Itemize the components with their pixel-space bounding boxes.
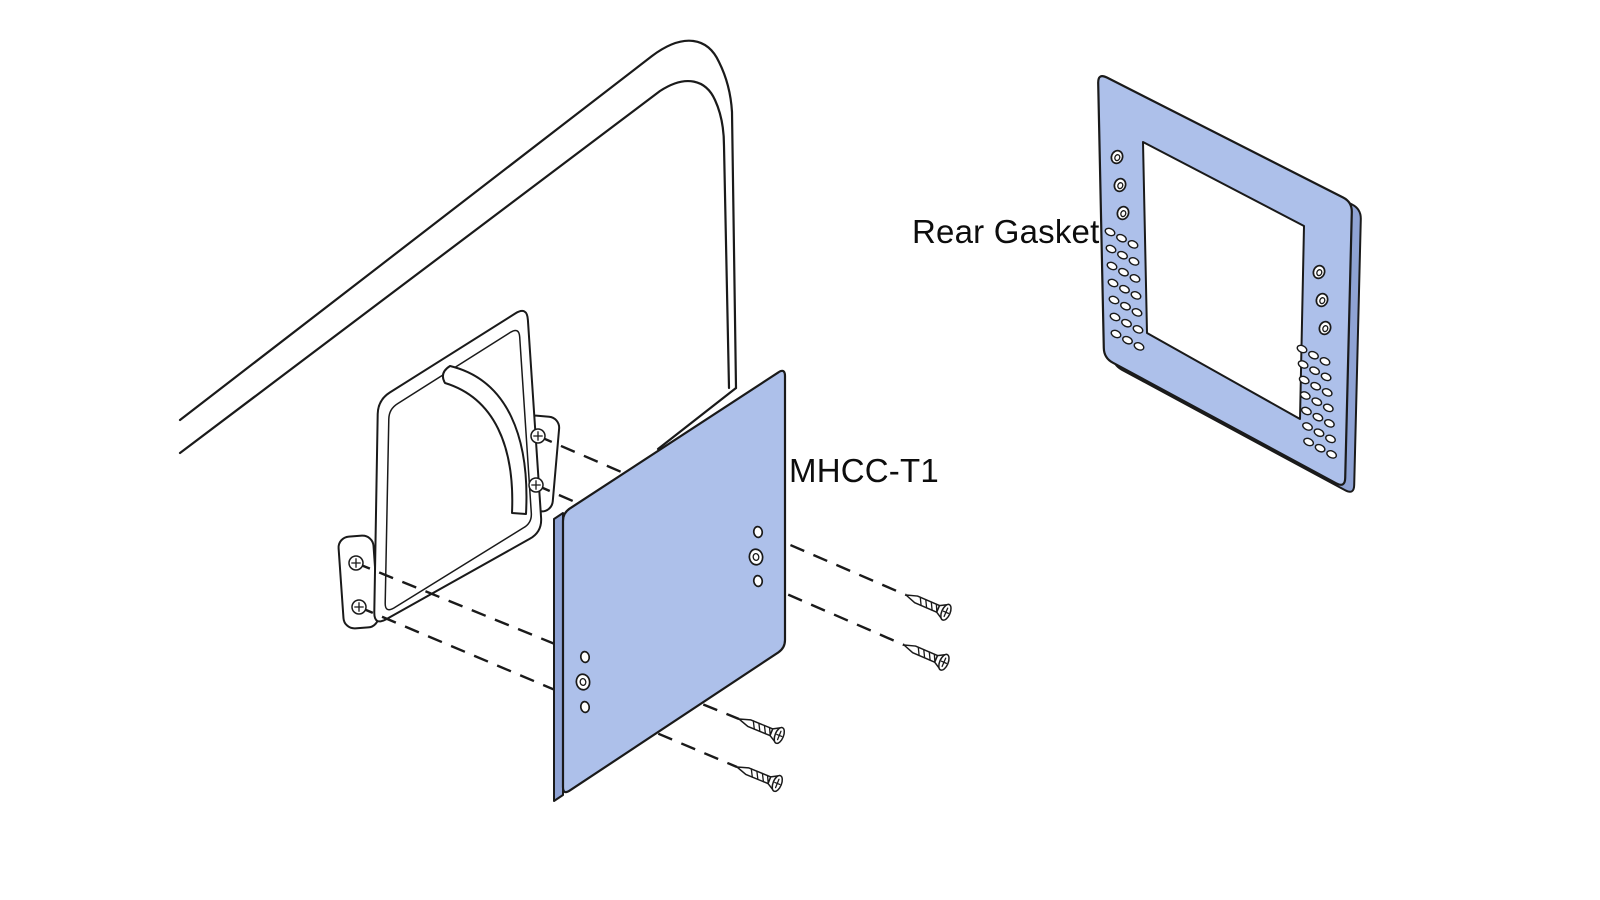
vent-hole xyxy=(1132,325,1144,334)
vent-hole xyxy=(1133,342,1145,351)
vent-hole xyxy=(1131,308,1143,317)
vent-hole xyxy=(1310,381,1322,391)
plate-hole xyxy=(752,574,764,588)
vent-hole xyxy=(1298,375,1310,385)
vent-hole xyxy=(1322,403,1334,413)
vent-hole xyxy=(1320,372,1332,382)
screw-icon xyxy=(901,586,954,623)
vent-hole xyxy=(1302,422,1313,431)
vent-hole xyxy=(1312,412,1324,422)
ear-screw-icon xyxy=(528,477,544,493)
plate-side-edge xyxy=(553,512,564,802)
dashed-guide-line xyxy=(355,561,740,721)
gasket-vent-holes-left xyxy=(1104,227,1145,351)
plate-hole xyxy=(579,700,591,714)
vent-hole xyxy=(1107,278,1119,288)
vent-hole xyxy=(1104,227,1116,237)
adapter-plate-mhcc-t1 xyxy=(553,369,787,802)
vent-hole xyxy=(1119,284,1130,294)
vent-hole xyxy=(1105,244,1117,254)
vent-hole xyxy=(1108,295,1120,305)
vent-hole xyxy=(1300,406,1312,416)
vent-hole xyxy=(1303,437,1315,447)
vent-hole xyxy=(1308,350,1319,360)
vent-hole xyxy=(1129,274,1141,283)
vent-hole xyxy=(1314,443,1326,453)
vent-hole xyxy=(1118,267,1129,277)
gasket-vent-holes-right xyxy=(1296,344,1338,459)
vent-hole xyxy=(1325,434,1336,444)
vent-hole xyxy=(1326,450,1338,459)
vent-hole xyxy=(1297,360,1309,369)
vent-hole xyxy=(1109,312,1121,322)
ear-screw-icon xyxy=(348,555,364,571)
vent-hole xyxy=(1106,261,1118,271)
vent-hole xyxy=(1309,366,1321,376)
vent-hole xyxy=(1321,388,1333,397)
screw-icon xyxy=(899,636,952,673)
vent-hole xyxy=(1117,250,1128,260)
plate-hole xyxy=(579,650,591,664)
plate-label: MHCC-T1 xyxy=(789,452,939,489)
vent-hole xyxy=(1120,301,1131,311)
screw-icon xyxy=(735,710,788,746)
dashed-guide-line xyxy=(358,605,738,769)
vent-hole xyxy=(1311,397,1323,407)
bracket-ear-left xyxy=(337,534,380,630)
vent-hole xyxy=(1116,233,1127,243)
vent-hole xyxy=(1323,419,1335,428)
rear-gasket-label: Rear Gasket xyxy=(912,213,1100,250)
vent-hole xyxy=(1299,391,1311,400)
vent-hole xyxy=(1127,240,1139,249)
bracket-arm xyxy=(441,365,528,515)
vent-hole xyxy=(1319,357,1331,366)
screw-icon xyxy=(733,758,786,794)
vent-hole xyxy=(1296,344,1308,354)
vent-hole xyxy=(1130,291,1142,300)
vent-hole xyxy=(1313,428,1325,438)
ear-screw-icon xyxy=(351,599,367,615)
plate-face xyxy=(561,369,787,794)
vent-hole xyxy=(1121,318,1132,328)
gasket-window xyxy=(1142,141,1305,420)
vent-hole xyxy=(1110,329,1122,339)
display-panel xyxy=(178,39,738,455)
rear-gasket xyxy=(1097,75,1362,493)
plate-hole xyxy=(752,525,764,539)
vent-hole xyxy=(1128,257,1140,266)
ear-screw-icon xyxy=(530,428,546,444)
vent-hole xyxy=(1122,335,1133,345)
mounting-bracket xyxy=(373,309,543,623)
